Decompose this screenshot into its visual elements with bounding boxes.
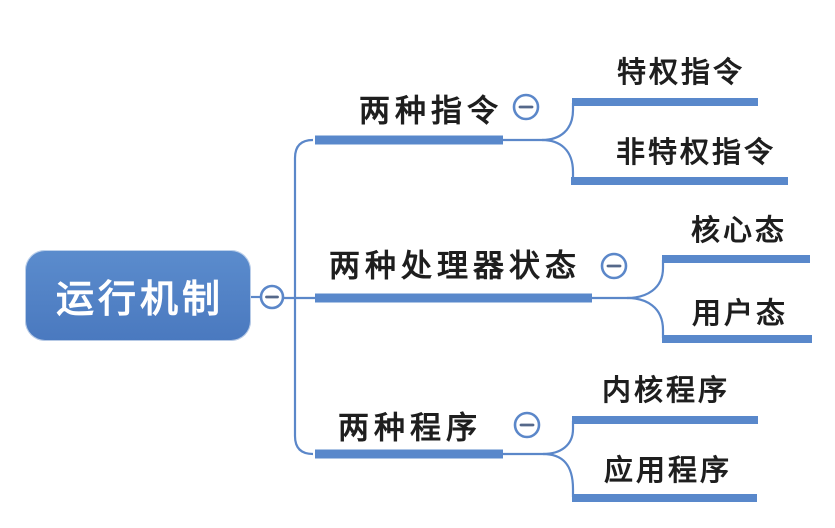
- leaf-node-kernel-mode[interactable]: 核心态: [690, 215, 788, 247]
- branch2-fork-down: [626, 296, 665, 338]
- branch3-fork-down: [542, 452, 575, 497]
- collapse-button-branch1[interactable]: [512, 93, 540, 121]
- branch2-fork-up: [626, 260, 665, 300]
- leaf-node-application-programs[interactable]: 应用程序: [603, 455, 733, 487]
- branch1-fork-down: [541, 138, 575, 180]
- root-node[interactable]: 运行机制: [25, 250, 251, 341]
- branch-node-processor-states[interactable]: 两种处理器状态: [329, 248, 581, 284]
- collapse-button-branch3[interactable]: [513, 411, 541, 439]
- branch-node-instructions[interactable]: 两种指令: [359, 93, 503, 129]
- leaf-node-nonprivileged-instructions[interactable]: 非特权指令: [615, 137, 777, 169]
- leaf-node-kernel-programs[interactable]: 内核程序: [601, 375, 731, 407]
- root-node-label: 运行机制: [55, 279, 224, 321]
- branch3-fork-up: [542, 421, 575, 456]
- collapse-button-root[interactable]: [259, 284, 285, 310]
- collapse-button-branch2[interactable]: [600, 252, 628, 280]
- leaf-node-user-mode[interactable]: 用户态: [691, 298, 789, 330]
- branch-node-programs[interactable]: 两种程序: [338, 410, 482, 446]
- connector-trunk: [293, 138, 314, 456]
- leaf-node-privileged-instructions[interactable]: 特权指令: [616, 57, 746, 89]
- branch1-fork-up: [541, 103, 575, 142]
